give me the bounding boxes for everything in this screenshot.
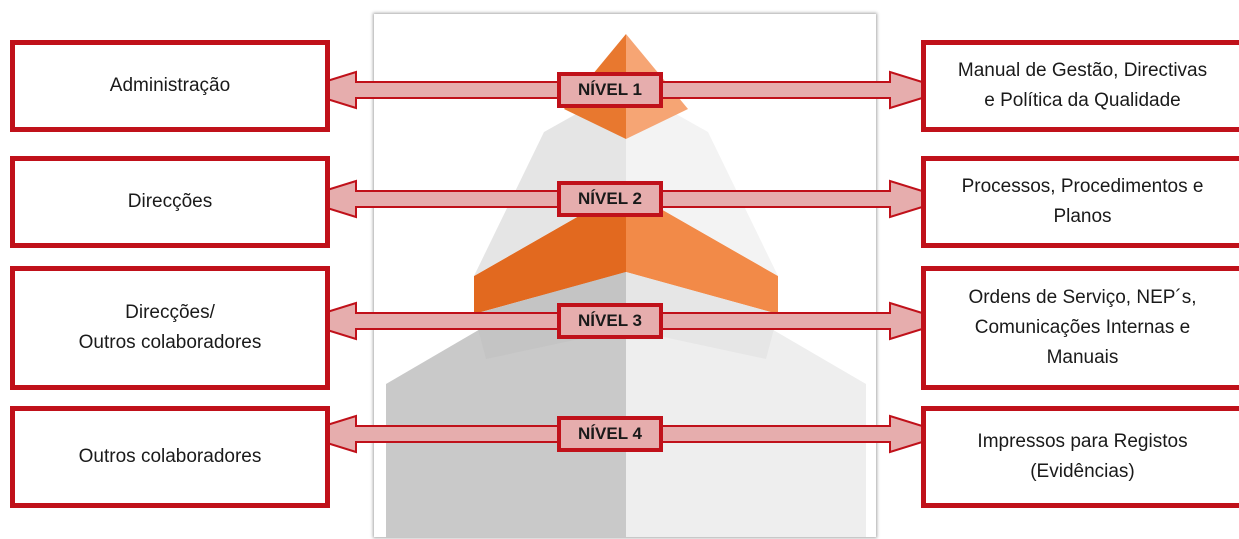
level-label-4: NÍVEL 4 [557, 416, 663, 452]
right-text-level-1: Manual de Gestão, Directivas e Política … [957, 60, 1208, 111]
right-box-level-3: Ordens de Serviço, NEP´s, Comunicações I… [921, 266, 1239, 390]
left-text-level-2: Direcções [127, 191, 213, 212]
right-box-level-1: Manual de Gestão, Directivas e Política … [921, 40, 1239, 132]
left-text-level-4: Outros colaboradores [78, 446, 262, 467]
pyramid-tier-3-right [626, 189, 778, 314]
left-box-level-1: Administração [10, 40, 330, 132]
right-text-level-4: Impressos para Registos (Evidências) [977, 431, 1188, 482]
right-text-level-2: Processos, Procedimentos e Planos [961, 176, 1204, 227]
left-text-level-1: Administração [109, 75, 231, 96]
level-label-1: NÍVEL 1 [557, 72, 663, 108]
level-label-2: NÍVEL 2 [557, 181, 663, 217]
right-box-level-2: Processos, Procedimentos e Planos [921, 156, 1239, 248]
pyramid-graphic [386, 34, 866, 537]
level-label-2-text: NÍVEL 2 [578, 189, 642, 208]
level-label-4-text: NÍVEL 4 [578, 424, 642, 443]
left-box-level-4: Outros colaboradores [10, 406, 330, 508]
level-label-3-text: NÍVEL 3 [578, 311, 642, 330]
right-text-level-3: Ordens de Serviço, NEP´s, Comunicações I… [968, 287, 1197, 368]
right-box-level-4: Impressos para Registos (Evidências) [921, 406, 1239, 508]
level-label-3: NÍVEL 3 [557, 303, 663, 339]
pyramid-tier-3-left [474, 189, 626, 314]
level-label-1-text: NÍVEL 1 [578, 80, 642, 99]
left-text-level-3: Direcções/ Outros colaboradores [78, 302, 262, 353]
left-box-level-3: Direcções/ Outros colaboradores [10, 266, 330, 390]
left-box-level-2: Direcções [10, 156, 330, 248]
